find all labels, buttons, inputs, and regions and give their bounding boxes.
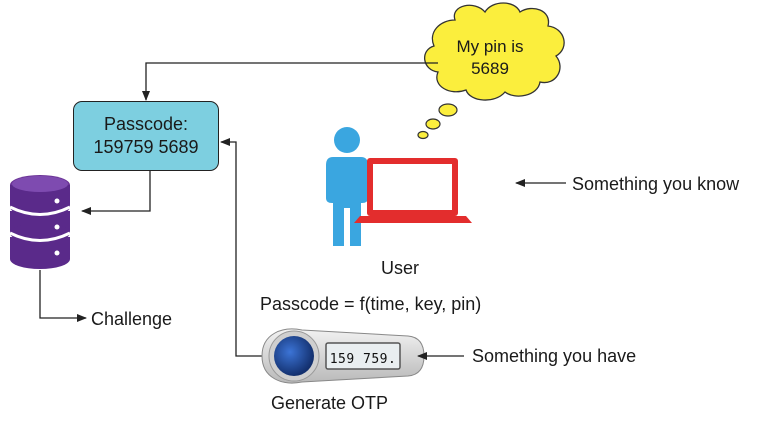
database-to-challenge-arrow bbox=[39, 270, 87, 322]
thought-cloud bbox=[417, 2, 565, 140]
token-to-passcode-arrow bbox=[220, 138, 262, 357]
passcode-line-1: Passcode: bbox=[103, 114, 189, 134]
something-you-know-label: Something you know bbox=[572, 174, 740, 194]
challenge-label: Challenge bbox=[91, 309, 173, 329]
passcode-box: Passcode: 159759 5689 bbox=[73, 101, 219, 171]
cloud-line-2: 5689 bbox=[471, 59, 509, 78]
person-icon bbox=[326, 127, 368, 246]
something-you-have-label: Something you have bbox=[472, 346, 637, 366]
passcode-line-2: 159759 5689 bbox=[93, 137, 199, 157]
otp-display: 159 759. bbox=[329, 352, 397, 367]
cloud-text: My pin is 5689 bbox=[435, 36, 545, 80]
cloud-line-1: My pin is bbox=[456, 37, 524, 56]
generate-otp-label: Generate OTP bbox=[271, 393, 389, 413]
laptop-icon bbox=[354, 158, 472, 223]
cloud-to-passcode-arrow bbox=[142, 62, 438, 101]
otp-token-icon bbox=[261, 328, 425, 384]
database-icon bbox=[9, 175, 71, 269]
user-label: User bbox=[381, 258, 420, 278]
passcode-to-database-arrow bbox=[81, 171, 151, 215]
formula-label: Passcode = f(time, key, pin) bbox=[260, 294, 482, 314]
